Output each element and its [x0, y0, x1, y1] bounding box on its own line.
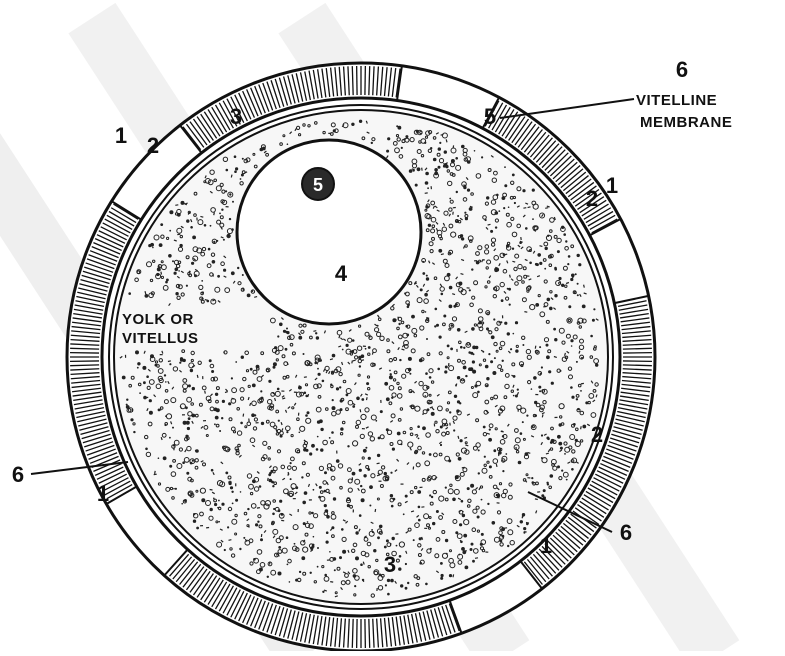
- label-5: 5: [313, 175, 323, 195]
- label-5-membrane: 5: [484, 104, 496, 129]
- label-2-lower-right: 2: [591, 422, 603, 447]
- label-1-top-left: 1: [115, 123, 127, 148]
- yolk-caption-line2: VITELLUS: [122, 330, 199, 347]
- label-6-bottom-right: 6: [620, 520, 632, 545]
- label-4: 4: [335, 261, 348, 286]
- nucleus: [237, 140, 421, 324]
- label-3-bottom: 3: [384, 552, 396, 577]
- label-2-top-left: 2: [147, 133, 159, 158]
- yolk-caption-line1: YOLK OR: [122, 311, 194, 328]
- label-1-bottom-right: 1: [540, 533, 552, 558]
- label-1-bottom-left: 1: [97, 481, 109, 506]
- label-6-left: 6: [12, 462, 24, 487]
- label-6-top-right: 6: [676, 57, 688, 82]
- label-3-top: 3: [230, 104, 242, 129]
- label-1-right: 1: [606, 173, 618, 198]
- vitelline-caption-line2: MEMBRANE: [640, 114, 732, 131]
- vitelline-caption-line1: VITELLINE: [636, 92, 717, 109]
- label-2-right: 2: [586, 186, 598, 211]
